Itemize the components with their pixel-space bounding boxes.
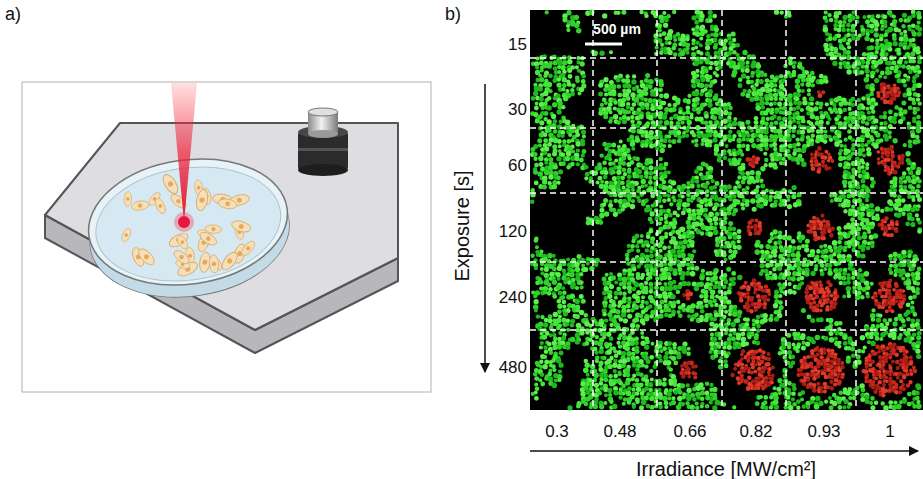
figure: a)b)500 µmExposure [s]1530601202404800.3… <box>0 0 923 479</box>
